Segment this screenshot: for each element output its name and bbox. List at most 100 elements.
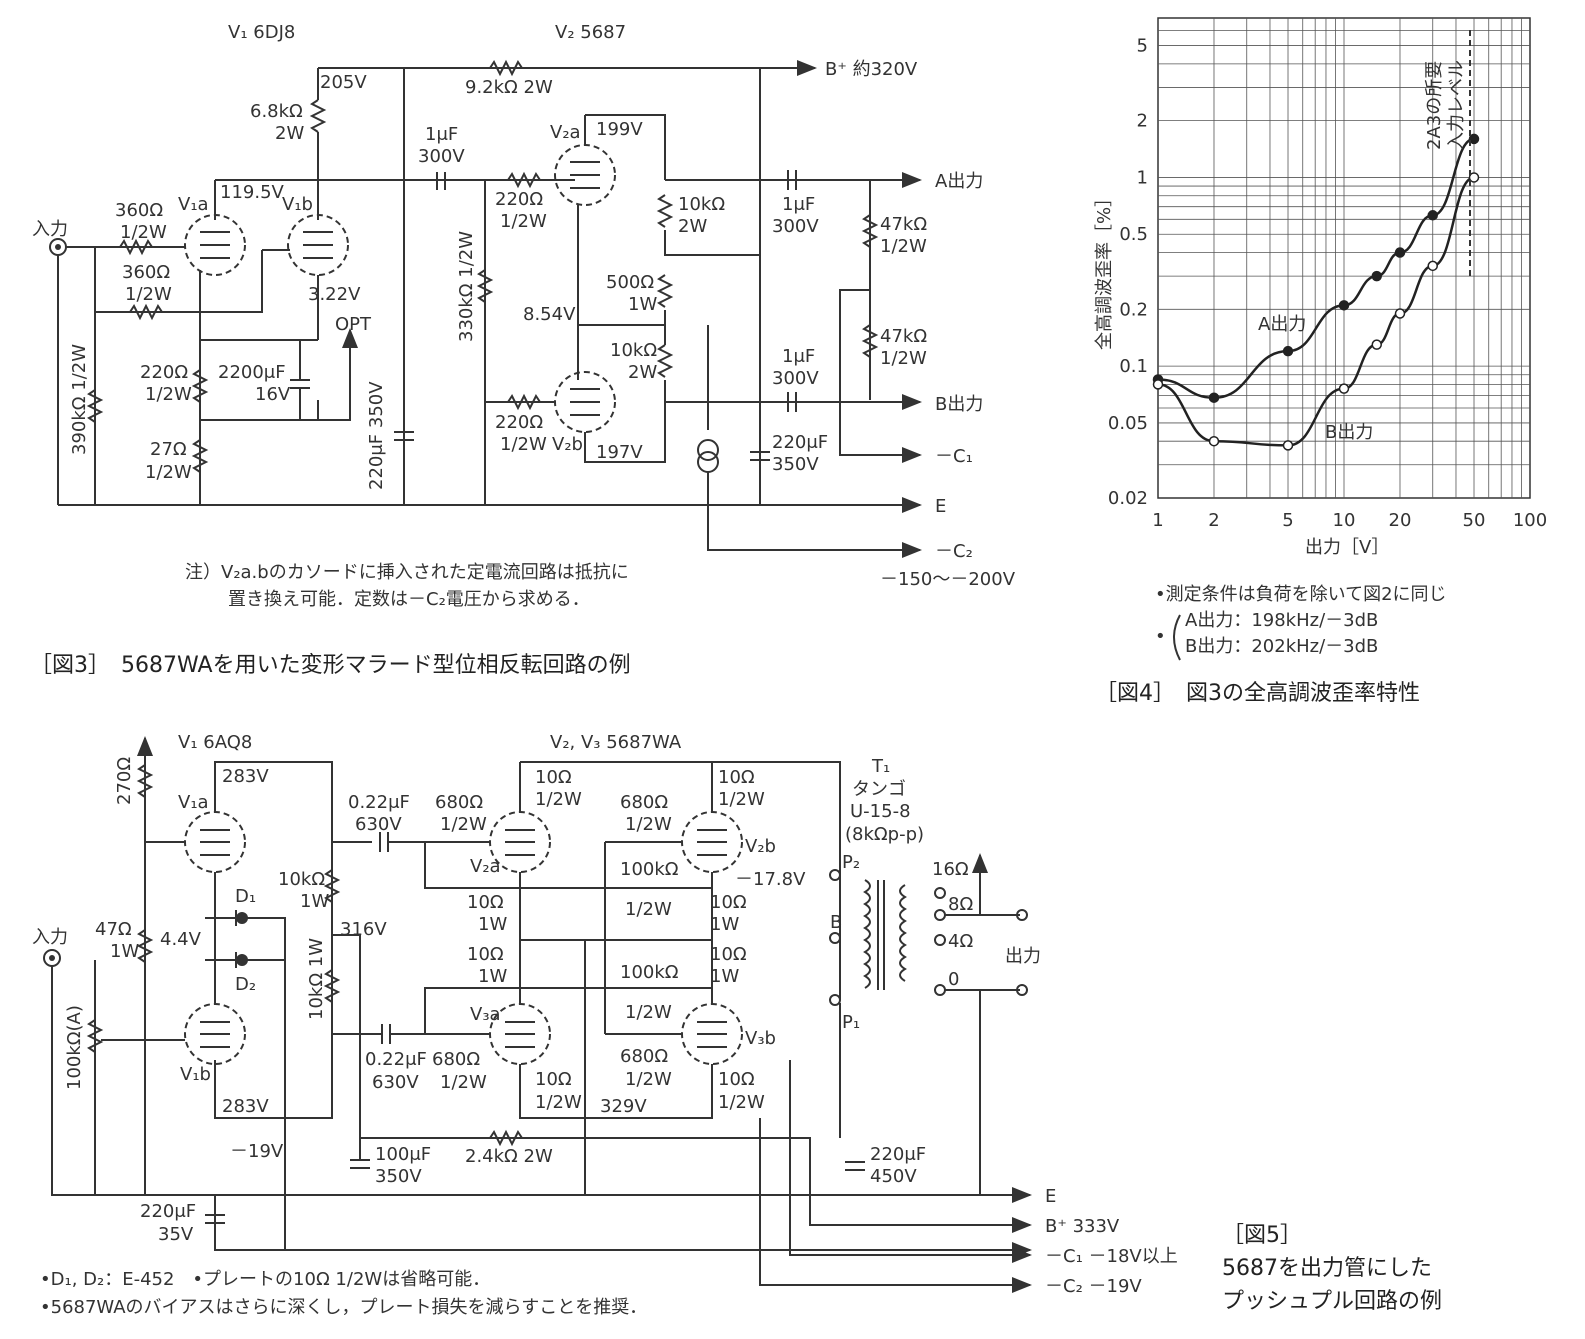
label-impedance: (8kΩp-p) (845, 824, 924, 845)
label-35v: 35V (158, 1224, 194, 1245)
label-fig5-v2a: V₂a (470, 856, 501, 877)
label-205v: 205V (320, 72, 367, 93)
note-fig5-line2: •5687WAのバイアスはさらに深くし，プレート損失を減らすことを推奨． (40, 1297, 647, 1318)
label-199v: 199V (596, 119, 643, 140)
label-b-plus-333v: B⁺ 333V (1045, 1216, 1120, 1237)
label-c1-fig5: －C₁ －18V以上 (1045, 1246, 1178, 1267)
label-44v: 4.4V (160, 929, 202, 950)
label-bullet: • (1155, 626, 1166, 647)
label-2a3-required: 2A3の所要 (1424, 61, 1445, 150)
label-350v: 350V (772, 454, 819, 475)
label-p2: P₂ (842, 852, 860, 873)
label-fig5-v1b: V₁b (180, 1064, 211, 1085)
label-w12c: 1/2W (145, 384, 192, 405)
label-r10k1: 10kΩ (278, 869, 325, 890)
label-v23-5687wa: V₂, V₃ 5687WA (550, 732, 682, 753)
label-r100kb: 100kΩ (620, 962, 679, 983)
label-197v: 197V (596, 442, 643, 463)
label-c2-fig5: －C₂ －19V (1045, 1276, 1142, 1297)
chart-x-tick: 10 (1333, 510, 1356, 531)
label-fig5-w12c: 1/2W (718, 789, 765, 810)
chart-point-a (1468, 133, 1480, 145)
label-r27: 27Ω (150, 439, 187, 460)
label-322v: 3.22V (308, 284, 361, 305)
label-tango: タンゴ (852, 779, 906, 800)
label-fig5-w12h: 1/2W (625, 1069, 672, 1090)
chart-point-a (1282, 345, 1294, 357)
chart-point-a (1208, 392, 1220, 403)
figure-4-labels: 2A3の所要 入力レベル A出力 B出力 全高調波歪率［%］ 出力［V］ •測定… (1094, 30, 1471, 706)
label-r270: 270Ω (114, 757, 135, 805)
label-4ohm: 4Ω (948, 931, 973, 952)
label-u15-8: U-15-8 (850, 801, 911, 822)
chart-y-tick: 0.2 (1119, 299, 1148, 320)
label-v2-5687: V₂ 5687 (555, 22, 626, 43)
chart-y-tick: 1 (1137, 167, 1148, 188)
label-series-a: A出力 (1258, 314, 1306, 335)
label-fig5-w12g: 1/2W (440, 1072, 487, 1093)
label-r360b: 360Ω (122, 262, 170, 283)
label-fig5-w12i: 1/2W (535, 1092, 582, 1113)
label-series-b: B出力 (1325, 422, 1373, 443)
figure-3-labels: V₁ 6DJ8 V₂ 5687 B⁺ 約320V 9.2kΩ 2W 205V 6… (30, 22, 1016, 678)
label-w12b: 1/2W (125, 284, 172, 305)
label-c022a: 0.22μF (348, 792, 410, 813)
label-v1-6dj8: V₁ 6DJ8 (228, 22, 295, 43)
note-fig5-line1: •D₁, D₂：E-452 •プレートの10Ω 1/2Wは省略可能． (40, 1269, 490, 1290)
chart-x-label: 出力［V］ (1305, 537, 1389, 558)
label-v2a: V₂a (550, 122, 581, 143)
label-1uf: 1μF (425, 124, 458, 145)
label-w12a: 1/2W (120, 222, 167, 243)
label-e-fig5: E (1045, 1186, 1056, 1207)
label-r680d: 680Ω (620, 1046, 668, 1067)
label-minus-178v: －17.8V (735, 869, 806, 890)
caption-fig3: ［図3］ 5687WAを用いた変形マラード型位相反転回路の例 (30, 653, 631, 678)
label-w1a: 1W (628, 294, 657, 315)
chart-x-tick: 50 (1463, 510, 1486, 531)
note-fig3-line1: 注）V₂a.bのカソードに挿入された定電流回路は抵抗に (185, 562, 629, 583)
label-fig5-w12f: 1/2W (625, 1002, 672, 1023)
chart-y-tick: 2 (1137, 111, 1148, 132)
chart-point-a (1427, 210, 1438, 221)
label-fig5-w1c: 1W (478, 914, 507, 935)
tube-v1a (184, 214, 246, 276)
tube-fig5-v1b (184, 1003, 246, 1065)
label-c2-voltage: －150～－200V (880, 569, 1016, 590)
label-v1b: V₁b (282, 194, 313, 215)
chart-point-b (1371, 339, 1383, 350)
label-r220g: 220Ω (495, 189, 543, 210)
label-fig5-v1a: V₁a (178, 792, 209, 813)
label-c220b: 220μF (772, 432, 828, 453)
label-300v: 300V (418, 146, 465, 167)
label-input-fig5: 入力 (32, 927, 68, 948)
chart-point-b (1427, 260, 1438, 272)
label-119v: 119.5V (220, 182, 285, 203)
chart-x-tick: 100 (1513, 510, 1547, 531)
label-r2k4: 2.4kΩ 2W (465, 1146, 553, 1167)
label-0ohm: 0 (948, 969, 959, 990)
label-1uf-b: 1μF (782, 346, 815, 367)
label-fig5-v3b: V₃b (745, 1028, 776, 1049)
label-fig5-w1e: 1W (710, 914, 739, 935)
chart-y-tick: 0.05 (1108, 413, 1148, 434)
label-b-tap: B (830, 912, 842, 933)
label-c220-450: 220μF (870, 1144, 926, 1165)
label-r47: 47Ω (95, 919, 132, 940)
label-cond-b: B出力：202kHz/－3dB (1185, 636, 1378, 657)
chart-y-tick: 0.5 (1119, 224, 1148, 245)
chart-x-tick: 1 (1152, 510, 1163, 531)
label-fig5-w1b: 1W (110, 941, 139, 962)
label-r330: 330kΩ 1/2W (456, 231, 477, 342)
label-w2b: 2W (678, 216, 707, 237)
caption-fig5-line2: プッシュプル回路の例 (1222, 1289, 1442, 1314)
figure-5-labels: V₁ 6AQ8 V₂, V₃ 5687WA 270Ω V₁a 283V 0.22… (32, 732, 1442, 1318)
label-p1: P₁ (842, 1012, 860, 1033)
figure-5-schematic (43, 736, 1032, 1293)
chart-x-tick: 2 (1208, 510, 1219, 531)
label-r10c: 10Ω (467, 892, 504, 913)
transformer-primary (863, 879, 871, 989)
label-r10a: 10Ω (535, 767, 572, 788)
label-w12h: 1/2W (880, 348, 927, 369)
label-r100k-volume: 100kΩ(A) (64, 1005, 85, 1090)
label-r680c: 680Ω (432, 1049, 480, 1070)
